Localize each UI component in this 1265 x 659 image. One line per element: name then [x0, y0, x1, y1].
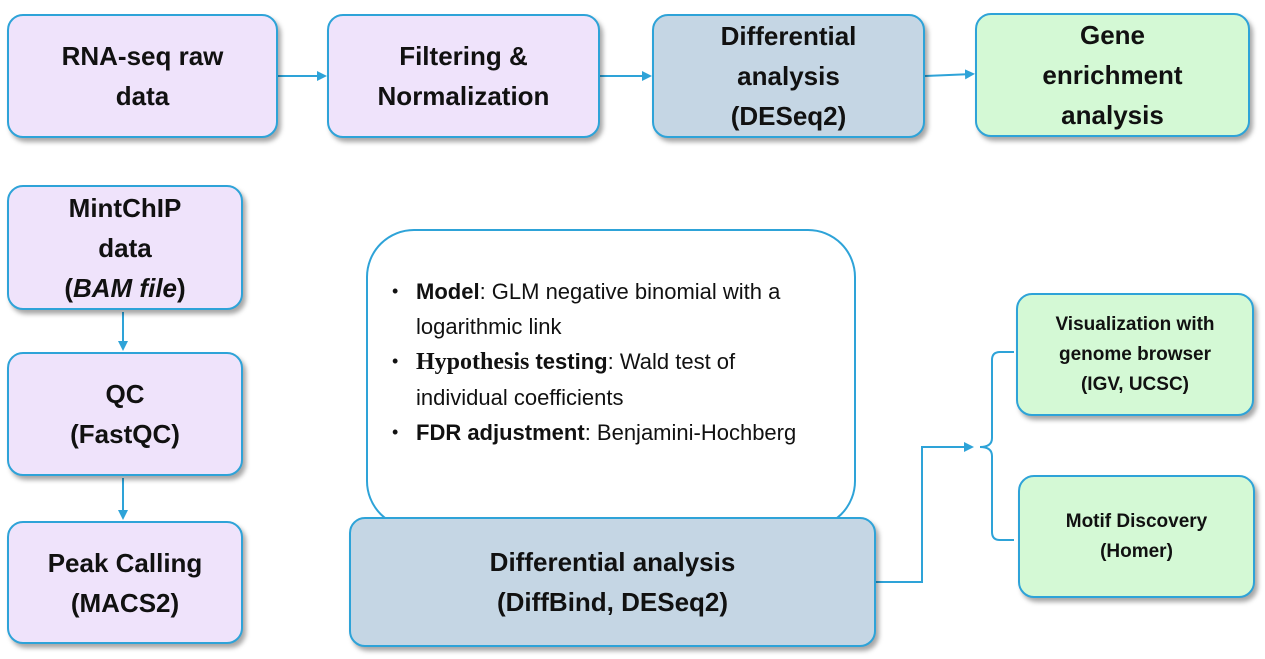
- rna-differential-line1: Differential: [720, 21, 857, 51]
- chip-differential-line1: Differential analysis: [489, 547, 736, 577]
- mintchip-line2: data: [98, 232, 152, 263]
- rna-raw-data-line1: RNA-seq raw: [61, 41, 224, 71]
- hypothesis-term2: testing: [529, 349, 608, 374]
- fdr-text: : Benjamini-Hochberg: [584, 420, 797, 445]
- mintchip-data-box: MintChIP data (BAM file): [7, 185, 243, 310]
- chip-differential-analysis-box: Differential analysis (DiffBind, DESeq2): [349, 517, 876, 647]
- rna-raw-data-line2: data: [115, 81, 170, 111]
- visualization-line3: (IGV, UCSC): [1080, 373, 1190, 395]
- peak-line1: Peak Calling: [47, 547, 203, 578]
- qc-line2: (FastQC): [70, 419, 180, 449]
- qc-line1: QC: [105, 379, 145, 409]
- filtering-line2: Normalization: [377, 81, 550, 111]
- mintchip-line3: (BAM file): [64, 268, 185, 308]
- bullet-dot-icon: •: [392, 351, 399, 371]
- bullet-dot-icon: •: [392, 422, 399, 442]
- chip-differential-line2: (DiffBind, DESeq2): [496, 587, 729, 617]
- bullet-dot-icon: •: [392, 281, 399, 301]
- peak-calling-box: Peak Calling (MACS2): [7, 521, 243, 644]
- mintchip-line1: MintChIP: [68, 192, 182, 223]
- bullet-fdr: • FDR adjustment: Benjamini-Hochberg: [392, 415, 832, 450]
- qc-box: QC (FastQC): [7, 352, 243, 476]
- filtering-normalization-box: Filtering & Normalization: [327, 14, 600, 138]
- arrow-differential-to-enrichment: [924, 69, 975, 80]
- bam-close-paren: ): [177, 272, 186, 303]
- motif-line2: (Homer): [1100, 540, 1173, 562]
- bam-open-paren: (: [64, 272, 73, 303]
- enrichment-line2: enrichment: [1042, 60, 1183, 90]
- enrichment-line1: Gene: [1079, 20, 1146, 50]
- model-details-list: • Model: GLM negative binomial with a lo…: [392, 274, 832, 450]
- rna-raw-data-box: RNA-seq raw data: [7, 14, 278, 138]
- branch-brace: [979, 351, 1014, 541]
- rna-differential-line3: (DESeq2): [730, 101, 847, 131]
- hypothesis-text: : Wald test of individual coefficients: [416, 349, 736, 410]
- gene-enrichment-box: Gene enrichment analysis: [975, 13, 1250, 137]
- visualization-line2: genome browser: [1058, 343, 1212, 365]
- motif-line1: Motif Discovery: [1065, 510, 1208, 532]
- visualization-line1: Visualization with: [1055, 313, 1215, 335]
- filtering-line1: Filtering &: [399, 41, 528, 71]
- arrow-differential-to-branch: [876, 442, 974, 583]
- hypothesis-term: Hypothesis: [416, 349, 530, 375]
- rna-differential-analysis-box: Differential analysis (DESeq2): [652, 14, 925, 138]
- bullet-hypothesis: • Hypothesis testing: Wald test of indiv…: [392, 344, 832, 415]
- visualization-box: Visualization with genome browser (IGV, …: [1016, 293, 1254, 416]
- model-term: Model: [416, 279, 480, 304]
- bullet-model: • Model: GLM negative binomial with a lo…: [392, 274, 832, 344]
- fdr-term: FDR adjustment: [416, 420, 585, 445]
- peak-line2: (MACS2): [70, 587, 180, 618]
- model-text: : GLM negative binomial with a logarithm…: [416, 279, 781, 339]
- enrichment-line3: analysis: [1061, 100, 1164, 130]
- bam-file-label: BAM file: [73, 272, 177, 303]
- motif-discovery-box: Motif Discovery (Homer): [1018, 475, 1255, 598]
- rna-differential-line2: analysis: [737, 61, 840, 91]
- model-details-card: [366, 229, 856, 529]
